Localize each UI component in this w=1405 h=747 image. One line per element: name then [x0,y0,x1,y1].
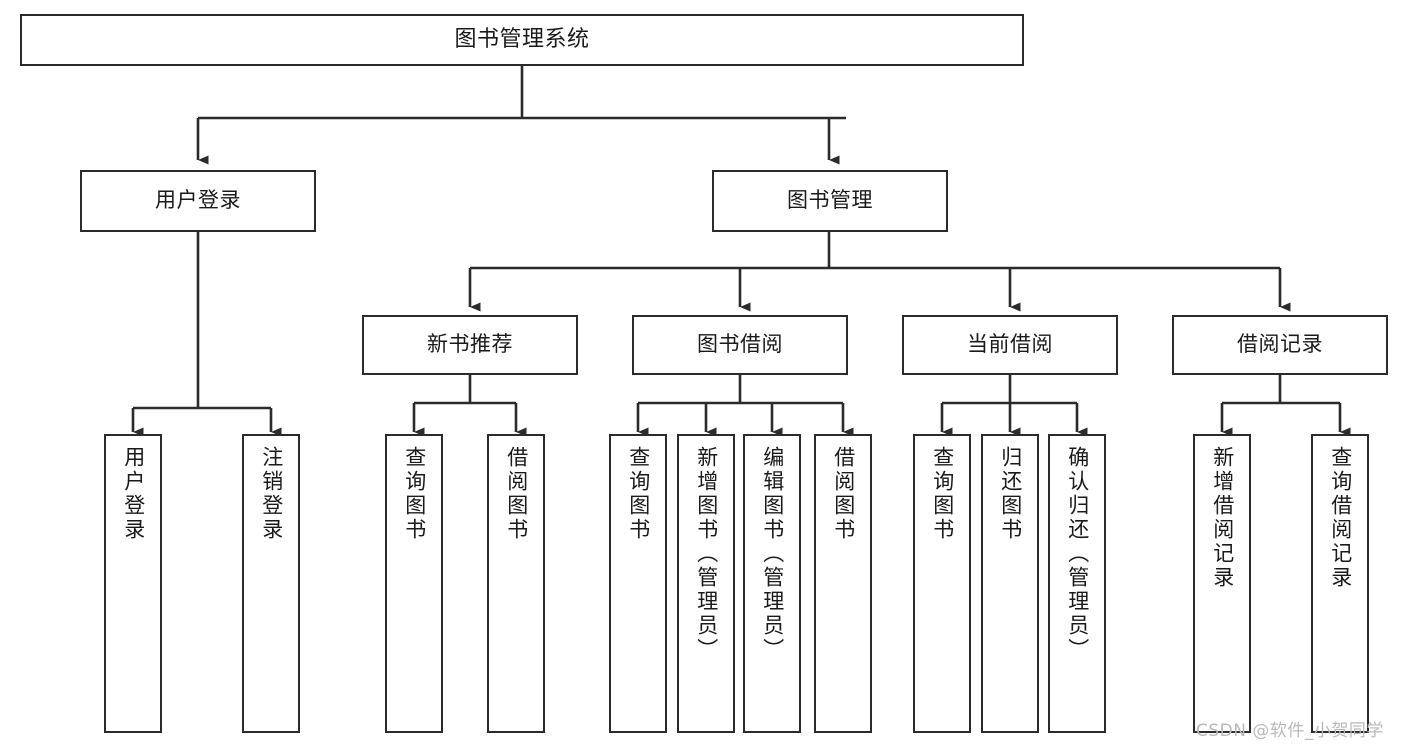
node-label: 当前借阅 [967,332,1053,357]
leaf-borrow-book[interactable]: 借阅图书 [814,434,872,733]
leaf-label: 查询借阅记录 [1328,446,1353,590]
node-label: 用户登录 [155,188,241,213]
leaf-query-book-recommend[interactable]: 查询图书 [385,434,443,733]
csdn-watermark: CSDN @软件_小贺同学 [1196,721,1384,741]
leaf-label: 用户登录 [121,446,146,542]
node-user-login[interactable]: 用户登录 [80,170,316,232]
leaf-logout[interactable]: 注销登录 [242,434,300,733]
leaf-return-book[interactable]: 归还图书 [981,434,1039,733]
node-label: 图书管理系统 [454,26,590,52]
leaf-label: 查询图书 [402,446,427,542]
node-label: 图书管理 [787,188,873,213]
leaf-query-book-borrow[interactable]: 查询图书 [609,434,667,733]
leaf-query-borrow-record[interactable]: 查询借阅记录 [1311,434,1369,733]
leaf-label: 确认归还（管理员） [1065,446,1090,662]
node-current-borrow[interactable]: 当前借阅 [902,315,1118,375]
leaf-borrow-book-recommend[interactable]: 借阅图书 [487,434,545,733]
leaf-label: 查询图书 [930,446,955,542]
leaf-label: 编辑图书（管理员） [760,446,785,662]
leaf-label: 查询图书 [626,446,651,542]
node-book-borrow[interactable]: 图书借阅 [632,315,848,375]
leaf-add-book-admin[interactable]: 新增图书（管理员） [677,434,735,733]
leaf-label: 归还图书 [998,446,1023,542]
node-label: 图书借阅 [697,332,783,357]
node-label: 新书推荐 [427,332,513,357]
node-book-management[interactable]: 图书管理 [712,170,948,232]
node-borrow-record[interactable]: 借阅记录 [1172,315,1388,375]
leaf-label: 借阅图书 [831,446,856,542]
leaf-label: 新增图书（管理员） [694,446,719,662]
leaf-label: 新增借阅记录 [1210,446,1235,590]
leaf-add-borrow-record[interactable]: 新增借阅记录 [1193,434,1251,733]
node-label: 借阅记录 [1237,332,1323,357]
leaf-user-login[interactable]: 用户登录 [104,434,162,733]
node-book-management-system[interactable]: 图书管理系统 [20,14,1024,66]
leaf-label: 借阅图书 [504,446,529,542]
node-new-book-recommend[interactable]: 新书推荐 [362,315,578,375]
leaf-confirm-return-admin[interactable]: 确认归还（管理员） [1048,434,1106,733]
leaf-query-book-current[interactable]: 查询图书 [913,434,971,733]
leaf-label: 注销登录 [259,446,284,542]
leaf-edit-book-admin[interactable]: 编辑图书（管理员） [743,434,801,733]
